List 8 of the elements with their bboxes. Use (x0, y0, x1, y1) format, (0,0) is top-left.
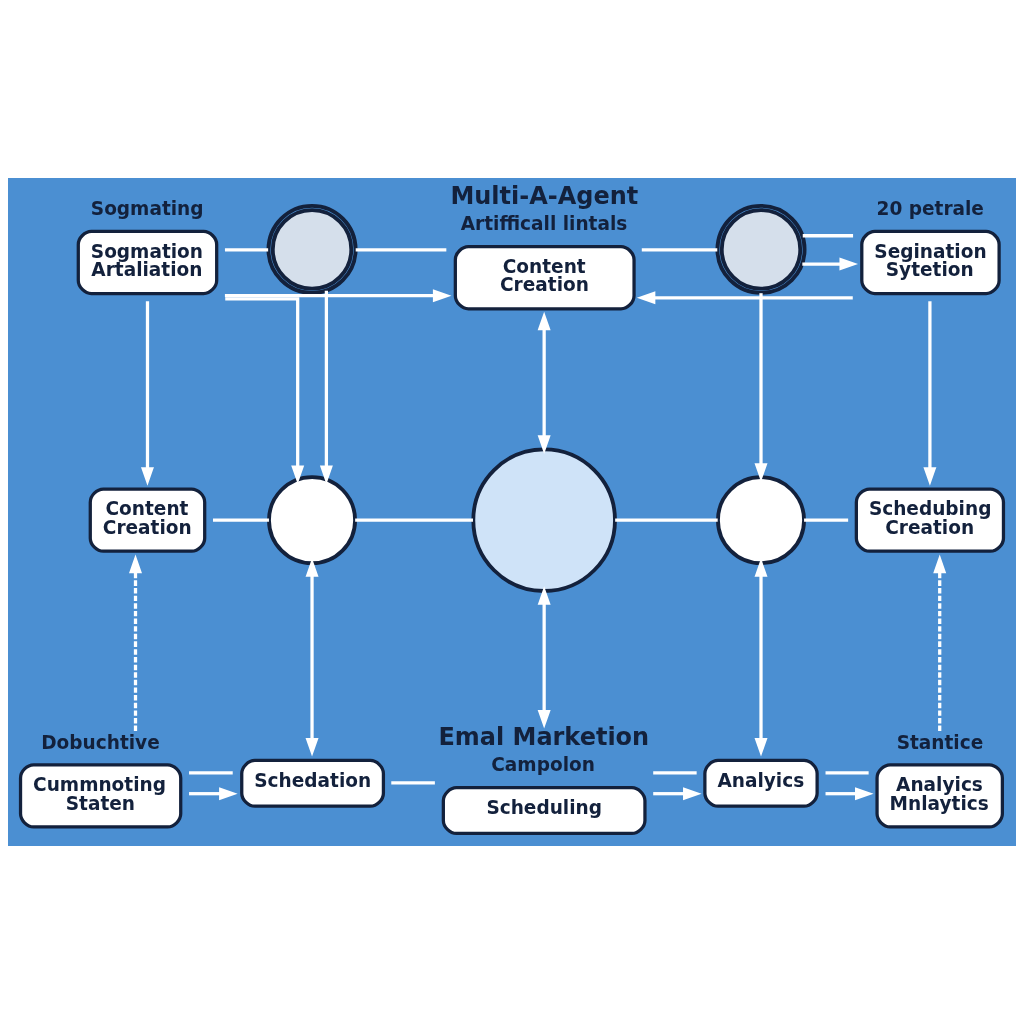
node-label: Multi-A-Agent (450, 182, 639, 211)
node-label: 20 petrale (876, 198, 984, 220)
node-label: Dobuchtive (41, 731, 160, 753)
node-label: Stantice (896, 731, 984, 753)
node-label: Artifficall lintals (460, 213, 628, 235)
node-label: Emal Marketion (438, 723, 650, 752)
node-label: Sogmating (90, 198, 204, 220)
node-label: Campolon (491, 754, 595, 776)
